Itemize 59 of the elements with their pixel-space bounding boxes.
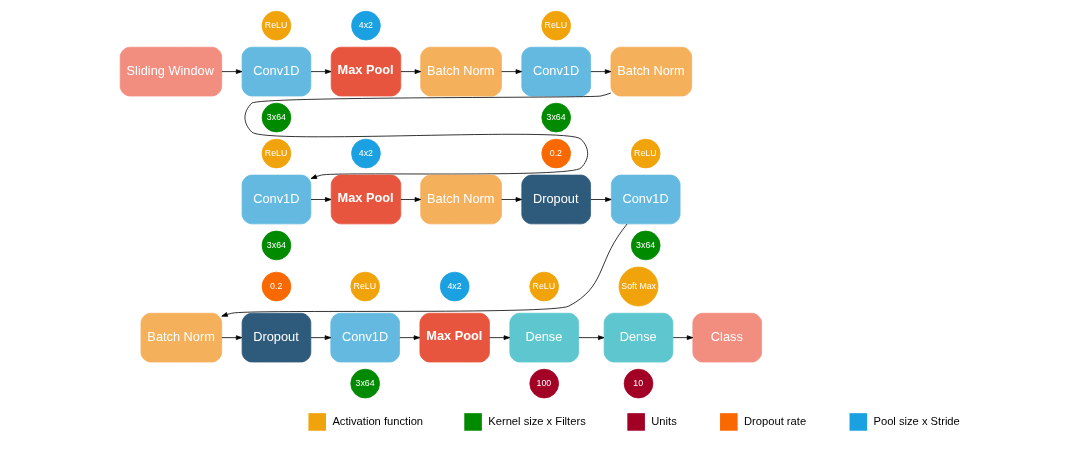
node-box: Class	[692, 312, 762, 363]
node-box: Conv1D	[241, 46, 312, 97]
node-box: Batch Norm	[140, 312, 223, 363]
node-box: Sliding Window	[119, 46, 223, 97]
node-circle: 0.2	[261, 271, 292, 302]
arrow	[221, 223, 628, 317]
node-box: Max Pool	[330, 46, 402, 97]
legend-label: Activation function	[332, 414, 424, 427]
node-box: Dense	[603, 312, 674, 363]
node-circle: ReLU	[529, 271, 559, 302]
node-circle: 4x2	[351, 10, 381, 41]
node-circle: 3x64	[630, 230, 661, 261]
arrow	[399, 335, 421, 340]
arrow	[590, 69, 612, 74]
node-box: Dropout	[241, 312, 312, 363]
legend-label: Dropout rate	[744, 414, 807, 427]
node-box: Dense	[509, 312, 579, 363]
node-circle: 4x2	[351, 138, 381, 169]
node-circle: 3x64	[261, 230, 292, 261]
arrow	[310, 335, 332, 340]
node-box: Max Pool	[330, 174, 402, 225]
arrow	[578, 335, 605, 340]
arrow	[400, 197, 422, 202]
node-circle: 3x64	[350, 368, 380, 399]
legend-label: Kernel size x Filters	[488, 414, 586, 427]
node-circle: ReLU	[630, 138, 661, 169]
node-circle: ReLU	[350, 271, 380, 302]
arrow	[501, 197, 523, 202]
legend-label: Units	[651, 414, 677, 427]
arrow	[310, 69, 332, 74]
node-box: Batch Norm	[420, 174, 502, 225]
node-box: Conv1D	[330, 312, 400, 363]
node-circle: 100	[529, 368, 559, 399]
node-circle: ReLU	[541, 10, 571, 41]
legend-label: Pool size x Stride	[873, 414, 960, 427]
node-circle: ReLU	[261, 138, 292, 169]
arrow	[489, 335, 511, 340]
arrow	[501, 69, 523, 74]
node-circle: 4x2	[439, 271, 470, 302]
node-circle: 10	[623, 368, 654, 399]
node-circle: 3x64	[261, 102, 292, 133]
arrow	[672, 335, 694, 340]
arrow	[310, 197, 332, 202]
node-box: Conv1D	[521, 46, 591, 97]
node-circle: 3x64	[541, 102, 571, 133]
node-box: Batch Norm	[420, 46, 502, 97]
node-box: Conv1D	[241, 174, 312, 225]
arrow	[400, 69, 422, 74]
node-circle: Soft Max	[618, 266, 659, 307]
arrow	[221, 335, 243, 340]
arrow	[590, 197, 612, 202]
node-circle: 0.2	[541, 138, 571, 169]
arrow	[221, 69, 243, 74]
node-box: Conv1D	[610, 174, 681, 225]
arrow	[244, 92, 612, 179]
node-box: Dropout	[521, 174, 591, 225]
node-box: Batch Norm	[610, 46, 693, 97]
node-circle: ReLU	[261, 10, 292, 41]
node-box: Max Pool	[419, 312, 490, 363]
